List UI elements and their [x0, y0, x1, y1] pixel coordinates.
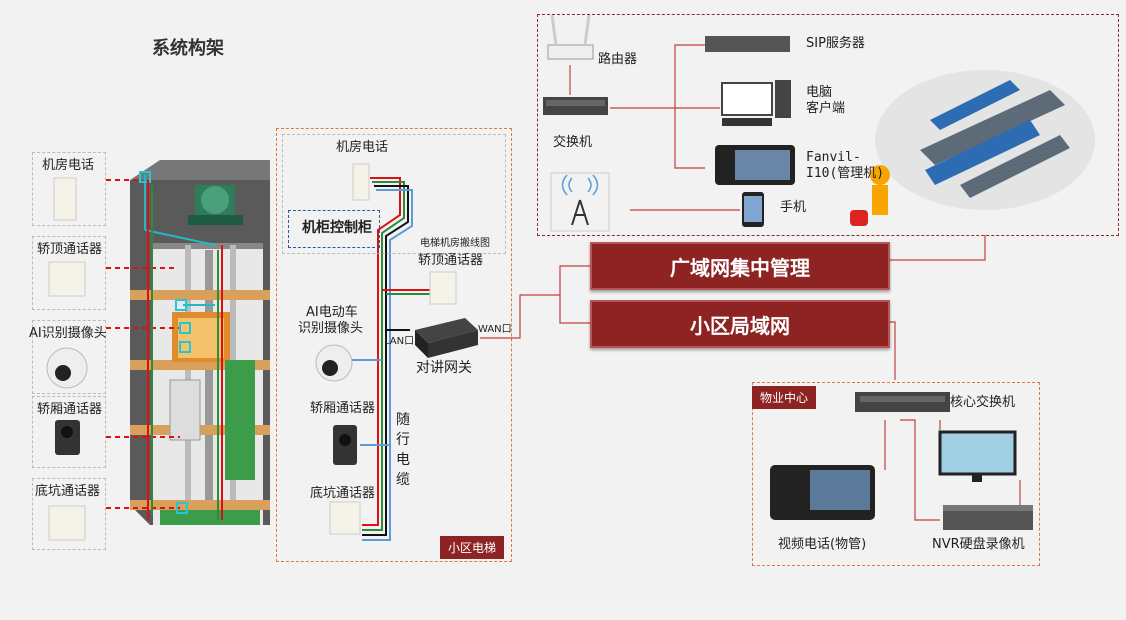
pc-label-line2: 客户端 — [806, 101, 846, 116]
gateway-device — [415, 318, 478, 358]
travel-cable-2: 行 — [396, 432, 410, 448]
sip-server-label: SIP服务器 — [806, 36, 865, 51]
page-title: 系统构架 — [152, 38, 224, 59]
left-box-car-top — [32, 236, 106, 310]
cabinet-box — [288, 210, 380, 248]
control-center-image — [875, 70, 1095, 210]
left-box-pit — [32, 478, 106, 550]
travel-cable-1: 随 — [396, 412, 410, 428]
elevator-section-tag: 小区电梯 — [440, 536, 505, 559]
wan-management-bar: 广域网集中管理 — [590, 242, 890, 290]
left-box-ai-camera — [32, 320, 106, 394]
mid-ai-camera-line1: AI电动车 — [306, 305, 358, 320]
core-switch-label: 核心交换机 — [950, 395, 1016, 410]
label-car-top-intercom: 轿顶通话器 — [37, 242, 103, 257]
switch-label: 交换机 — [553, 135, 593, 150]
mid-pit-intercom: 底坑通话器 — [310, 486, 376, 501]
video-phone-label: 视频电话(物管) — [778, 537, 867, 552]
router-device — [547, 14, 594, 60]
left-box-car — [32, 396, 106, 468]
property-center-tag: 物业中心 — [752, 386, 817, 409]
pc-label-line1: 电脑 — [806, 85, 833, 100]
label-pit-intercom: 底坑通话器 — [35, 484, 101, 499]
fanvil-label-line2: I10(管理机) — [806, 166, 885, 181]
phone-label: 手机 — [780, 200, 807, 215]
label-machine-room-phone: 机房电话 — [42, 158, 95, 173]
machine-room-box — [282, 134, 506, 254]
travel-cable-4: 缆 — [396, 472, 410, 488]
left-box-machine-room — [32, 152, 106, 226]
community-lan-bar: 小区局域网 — [590, 300, 890, 348]
machine-room-caption: 电梯机房搬线图 — [420, 238, 490, 249]
elevator-section-box — [276, 128, 512, 562]
management-region-box — [537, 14, 1119, 236]
label-ai-camera: AI识别摄像头 — [29, 326, 107, 341]
gateway-label: 对讲网关 — [416, 360, 472, 376]
wan-port-label: WAN口 — [478, 324, 512, 335]
mid-machine-room-phone: 机房电话 — [336, 140, 389, 155]
router-label: 路由器 — [598, 52, 638, 67]
fanvil-label-line1: Fanvil- — [806, 150, 861, 165]
nvr-label: NVR硬盘录像机 — [932, 537, 1025, 552]
property-center-box — [752, 382, 1040, 566]
mid-car-intercom: 轿厢通话器 — [310, 401, 376, 416]
mid-ai-camera-line2: 识别摄像头 — [298, 321, 364, 336]
mid-car-top-intercom: 轿顶通话器 — [418, 253, 484, 268]
label-car-intercom: 轿厢通话器 — [37, 402, 103, 417]
sip-server-device — [705, 36, 790, 52]
elevator-shaft — [130, 160, 270, 525]
travel-cable-3: 电 — [396, 452, 410, 468]
lan-port-label: LAN口 — [384, 336, 415, 347]
cabinet-label: 机柜控制柜 — [302, 220, 372, 236]
